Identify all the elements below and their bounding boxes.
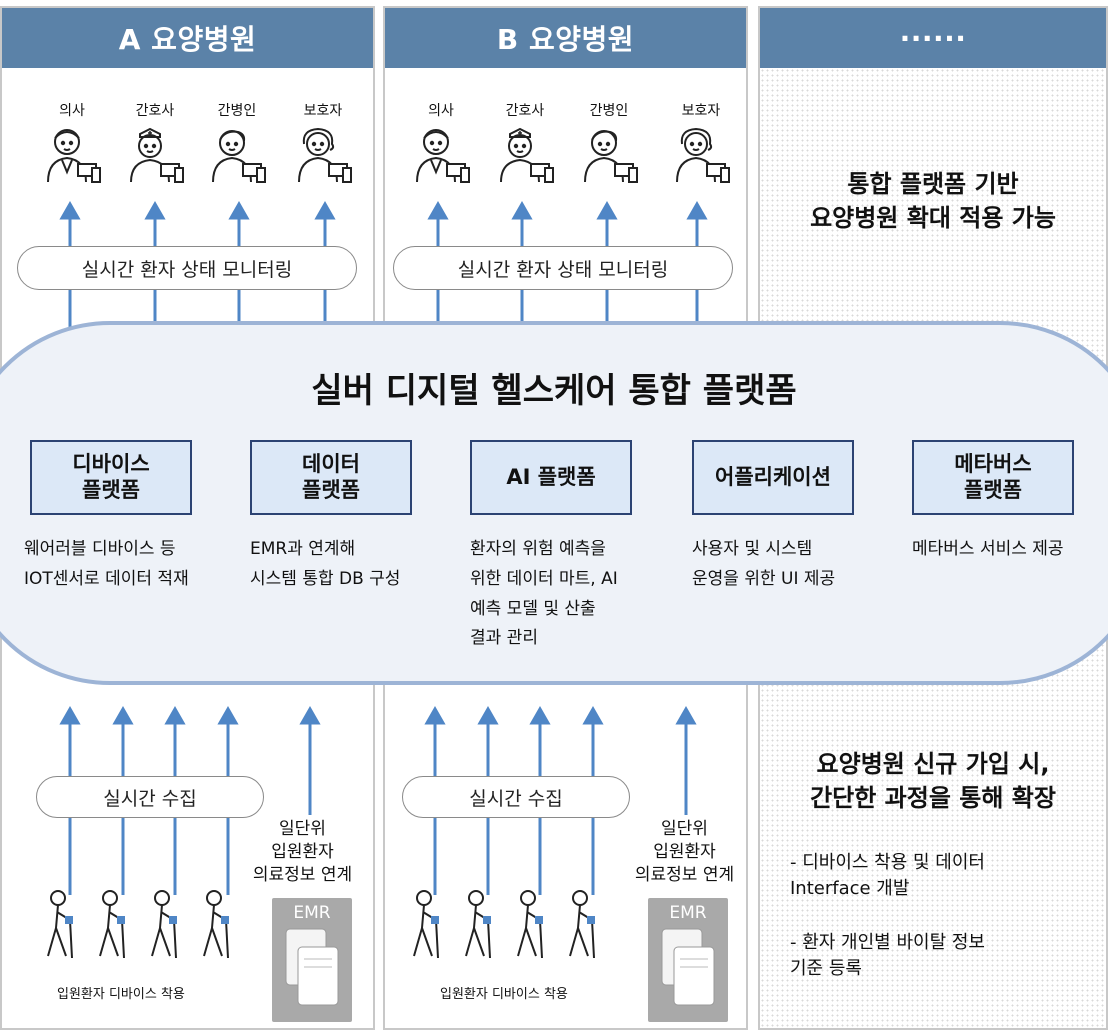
role-label: 간병인 [217, 103, 257, 119]
role-label: 의사 [428, 103, 454, 119]
caregiver-a: 간병인 [202, 100, 272, 192]
application-box: 어플리케이션 [692, 440, 854, 515]
daily-link-label-b: 일단위 입원환자 의료정보 연계 [634, 819, 735, 885]
caregiver-icon [212, 130, 266, 183]
caregiver-icon [584, 130, 638, 183]
monitoring-label-a: 실시간 환자 상태 모니터링 [17, 246, 357, 290]
server-icon [661, 928, 715, 1006]
side-headline-expand: 통합 플랫폼 기반 요양병원 확대 적용 가능 [810, 170, 1056, 232]
metaverse-platform-box: 메타버스 플랫폼 [912, 440, 1074, 515]
device-platform-box: 디바이스 플랫폼 [30, 440, 192, 515]
patient-icons-b [413, 890, 595, 959]
role-label: 간호사 [505, 103, 545, 119]
caregiver-b: 간병인 [574, 100, 644, 192]
collection-label-b: 실시간 수집 [402, 776, 630, 818]
monitoring-label-b: 실시간 환자 상태 모니터링 [393, 246, 733, 290]
more-hospitals-title: ······ [760, 8, 1106, 68]
ai-platform-box: AI 플랫폼 [470, 440, 632, 515]
patient-icons-a [47, 890, 229, 959]
patients-caption-a: 입원환자 디바이스 착용 [57, 987, 185, 1002]
guardian-a: 보호자 [288, 100, 358, 192]
device-platform-desc: 웨어러블 디바이스 등 IOT센서로 데이터 적재 [24, 539, 189, 589]
emr-label: EMR [293, 903, 331, 923]
collection-label-a: 실시간 수집 [36, 776, 264, 818]
nurse-icon [500, 127, 554, 183]
server-icon [285, 928, 339, 1006]
emr-server-b: EMR [648, 898, 728, 1022]
application-desc: 사용자 및 시스템 운영을 위한 UI 제공 [692, 539, 836, 589]
nurse-icon [130, 127, 184, 183]
doctor-b: 의사 [406, 100, 476, 192]
guardian-b: 보호자 [666, 100, 736, 192]
side-bullet-vitals: - 환자 개인별 바이탈 정보 기준 등록 [790, 932, 985, 980]
role-label: 간병인 [589, 103, 629, 119]
emr-server-a: EMR [272, 898, 352, 1022]
nurse-a: 간호사 [120, 100, 190, 192]
nurse-b: 간호사 [490, 100, 560, 192]
data-platform-desc: EMR과 연계해 시스템 통합 DB 구성 [250, 539, 401, 589]
role-label: 의사 [59, 103, 85, 119]
guardian-icon [298, 127, 352, 183]
daily-link-label-a: 일단위 입원환자 의료정보 연계 [252, 819, 353, 885]
hospital-b-title: B 요양병원 [385, 8, 746, 68]
hospital-a-title: A 요양병원 [2, 8, 373, 68]
ai-platform-desc: 환자의 위험 예측을 위한 데이터 마트, AI 예측 모델 및 산출 결과 관… [470, 539, 618, 649]
emr-label: EMR [669, 903, 707, 923]
side-bullet-device: - 디바이스 착용 및 데이터 Interface 개발 [790, 852, 985, 900]
doctor-a: 의사 [37, 100, 107, 192]
role-label: 간호사 [135, 103, 175, 119]
patients-caption-b: 입원환자 디바이스 착용 [440, 987, 568, 1002]
side-headline-onboarding: 요양병원 신규 가입 시, 간단한 과정을 통해 확장 [810, 750, 1056, 812]
platform-title: 실버 디지털 헬스케어 통합 플랫폼 [311, 371, 797, 411]
role-label: 보호자 [681, 103, 721, 119]
metaverse-platform-desc: 메타버스 서비스 제공 [912, 539, 1064, 559]
doctor-icon [416, 129, 470, 183]
guardian-icon [676, 127, 730, 183]
doctor-icon [47, 129, 101, 183]
role-label: 보호자 [303, 103, 343, 119]
data-platform-box: 데이터 플랫폼 [250, 440, 412, 515]
